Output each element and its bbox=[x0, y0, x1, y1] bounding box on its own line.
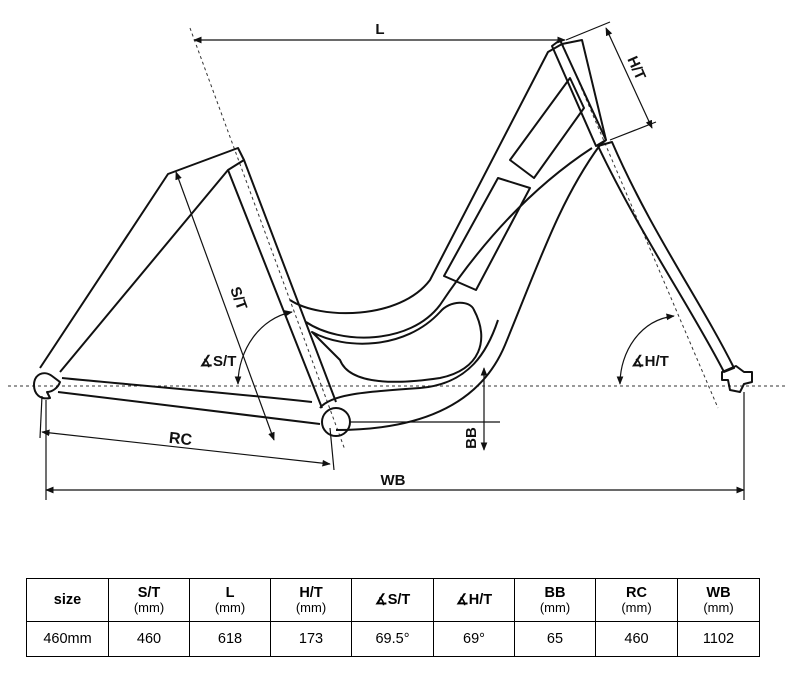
label-WB: WB bbox=[381, 472, 406, 489]
front-dropout bbox=[721, 365, 753, 393]
geometry-table: size S/T(mm) L(mm) H/T(mm) ∡S/T ∡H/T BB(… bbox=[26, 578, 760, 657]
header-wb: WB(mm) bbox=[677, 578, 760, 622]
down-tube-inner bbox=[289, 39, 607, 315]
header-rc: RC(mm) bbox=[595, 578, 678, 622]
header-size: size bbox=[26, 578, 109, 622]
seat-tube-axis-line bbox=[189, 27, 346, 451]
cell-rc: 460 bbox=[595, 621, 678, 657]
table-row: 460mm 460 618 173 69.5° 69° 65 460 1102 bbox=[26, 621, 760, 657]
frame-window-lower bbox=[311, 301, 483, 383]
down-tube-lower bbox=[305, 147, 593, 339]
HT-extension-bottom bbox=[609, 121, 657, 141]
RC-extension-left bbox=[39, 395, 43, 439]
label-L: L bbox=[375, 21, 384, 38]
frame-window-upper bbox=[509, 77, 585, 179]
HT-extension-top bbox=[565, 21, 611, 41]
header-angle-st: ∡S/T bbox=[351, 578, 434, 622]
down-tube-bottom bbox=[319, 319, 499, 409]
cell-size: 460mm bbox=[26, 621, 109, 657]
header-ht: H/T(mm) bbox=[270, 578, 352, 622]
header-l: L(mm) bbox=[189, 578, 271, 622]
ST-angle-arc bbox=[234, 310, 293, 385]
label-angle-HT: ∡H/T bbox=[631, 353, 669, 370]
frame-outline bbox=[33, 39, 753, 437]
header-bb: BB(mm) bbox=[514, 578, 596, 622]
label-RC: RC bbox=[168, 430, 193, 449]
chain-stay bbox=[57, 377, 321, 425]
frame-window-middle bbox=[443, 177, 531, 291]
cell-l: 618 bbox=[189, 621, 271, 657]
HT-dimension-line bbox=[605, 27, 653, 129]
seat-stay bbox=[39, 147, 245, 373]
HT-angle-arc bbox=[616, 313, 675, 385]
fork bbox=[597, 141, 735, 373]
table-header-row: size S/T(mm) L(mm) H/T(mm) ∡S/T ∡H/T BB(… bbox=[26, 578, 760, 622]
head-tube bbox=[551, 39, 607, 147]
bike-frame-geometry-diagram: L H/T S/T ∡S/T ∡H/T RC BB WB bbox=[8, 21, 785, 500]
cell-ht: 173 bbox=[270, 621, 352, 657]
header-angle-ht: ∡H/T bbox=[433, 578, 515, 622]
header-st: S/T(mm) bbox=[108, 578, 190, 622]
RC-dimension-line bbox=[41, 429, 331, 467]
seat-tube bbox=[227, 159, 337, 409]
bottom-bracket bbox=[321, 407, 351, 437]
ST-dimension-line bbox=[175, 171, 275, 441]
rear-dropout bbox=[33, 372, 61, 400]
label-ST: S/T bbox=[226, 285, 250, 313]
label-BB: BB bbox=[463, 427, 480, 449]
RC-extension-right bbox=[329, 427, 335, 471]
label-angle-ST: ∡S/T bbox=[200, 353, 237, 370]
cell-wb: 1102 bbox=[677, 621, 760, 657]
cell-st: 460 bbox=[108, 621, 190, 657]
head-tube-axis-line bbox=[559, 37, 719, 409]
label-HT: H/T bbox=[623, 54, 648, 83]
cell-bb: 65 bbox=[514, 621, 596, 657]
dimension-lines bbox=[39, 21, 745, 500]
cell-angle-ht: 69° bbox=[433, 621, 515, 657]
cell-angle-st: 69.5° bbox=[351, 621, 434, 657]
